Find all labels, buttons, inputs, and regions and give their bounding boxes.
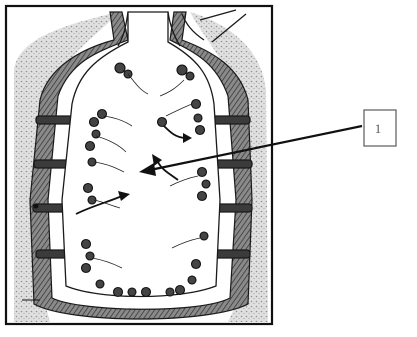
label-box-text: 1 <box>375 121 382 136</box>
